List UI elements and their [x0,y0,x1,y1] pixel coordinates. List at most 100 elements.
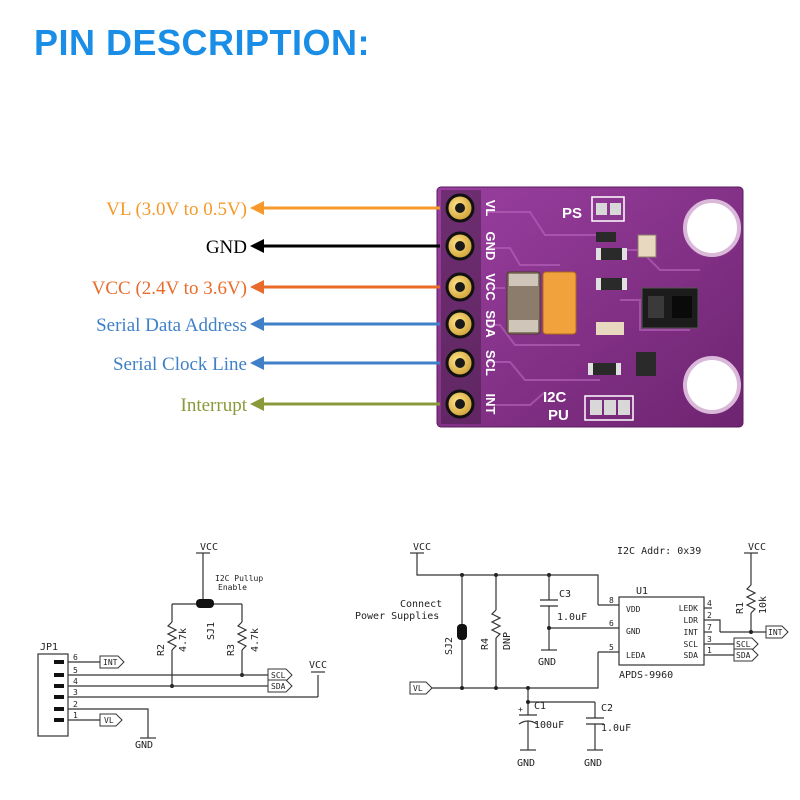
tag-sda: SDA [733,648,759,662]
sj2-label: SJ2 [444,637,455,655]
pin-silk-label: SCL [483,350,498,376]
u1-left-pin-name: VDD [626,605,641,614]
tag-sda: SDA [267,679,293,693]
u1-right-pin-name: SDA [684,651,699,660]
pin-header [441,190,481,424]
r1-value: 10k [758,596,769,614]
svg-text:SCL: SCL [271,671,286,680]
u1-right-pin-name: LDR [684,616,699,625]
r4-resistor [490,609,502,639]
u1-right-pin-number: 2 [707,611,712,620]
u1-left-pin-name: LEDA [626,651,645,660]
pin-silk-label: INT [483,394,498,415]
tag-vl: VL [409,681,433,695]
c3-value: 1.0uF [557,612,587,623]
u1-right-pin-name: LEDK [679,604,698,613]
smd-part [596,232,616,242]
svg-text:+: + [518,705,523,714]
tag-int: INT [99,655,125,669]
gnd1-label: GND [538,657,556,668]
jp1-pin: 2 [54,700,78,711]
c1-label: C1 [534,701,546,712]
pin-pad: GND [445,231,498,261]
pin-description-label: Serial Clock Line [113,354,247,375]
smd-part [636,352,656,376]
pu-label: PU [548,407,569,424]
u1-right-pin-number: 7 [707,623,712,632]
pin-silk-label: SDA [483,310,498,338]
tag-vl: VL [99,713,123,727]
c2-value: 1.0uF [601,723,631,734]
vcc-right-label: VCC [748,542,766,553]
pin-pad: VCC [445,272,498,302]
jp1-pin: 6 [54,653,78,664]
r3-label: R3 [226,644,237,656]
c2-label: C2 [601,703,613,714]
i2c-pu-jumper [584,395,634,421]
jp1-pin-number: 3 [73,688,78,697]
ps-jumper [591,196,625,222]
jp1-pin: 3 [54,688,78,699]
jp1-pin: 4 [54,677,78,688]
pin-arrow: GND [206,237,440,258]
pin-description-label: Serial Data Address [96,315,247,336]
r1-resistor [745,584,757,614]
schematic-left: VCC I2C Pullup Enable SJ1 R2 4.7k R3 4.7… [37,542,327,751]
pin-pad: SDA [445,309,498,339]
pin-silk-label: GND [483,232,498,261]
jp1-pins: 6 5 43 2 1 [54,653,78,722]
mounting-hole-bottom [683,356,741,414]
sj1-jumper [172,599,242,608]
sensor-board: PS I2C PU [436,186,744,428]
gnd-label: GND [135,740,153,751]
r4-value: DNP [502,632,513,650]
pin-description-label: VCC (2.4V to 3.6V) [92,278,247,299]
pullup-enable-label: Enable [218,583,247,592]
u1-right-pin-number: 3 [707,635,712,644]
pin-pad: INT [445,389,498,419]
u1-right-pin-number: 4 [707,599,712,608]
page-title: PIN DESCRIPTION: [34,22,371,63]
vcc-right-label: VCC [309,660,327,671]
pin-description-label: GND [206,237,247,258]
gnd3-label: GND [584,758,602,769]
smd-part [600,248,622,260]
connect-label: Connect [400,599,442,610]
pin-pad: VL [445,193,498,223]
u1-right-pin-name: SCL [684,640,699,649]
svg-text:VL: VL [104,716,114,725]
c3-label: C3 [559,589,571,600]
svg-text:SDA: SDA [271,682,286,691]
jp1-pin: 1 [54,711,78,722]
pullup-label: I2C Pullup [215,574,263,583]
power-supplies-label: Power Supplies [355,611,439,622]
pin-description-label: Interrupt [181,395,248,416]
smd-part [596,322,624,335]
vcc-label: VCC [200,542,218,553]
pin-silk-label: VL [483,200,498,217]
r2-value: 4.7k [178,628,189,652]
smd-part [600,278,622,290]
svg-text:INT: INT [103,658,118,667]
jp1-pin-number: 2 [73,700,78,709]
u1-left-pin-number: 8 [609,596,614,605]
sj1-label: SJ1 [206,622,217,640]
pin-silk-label: VCC [483,273,498,301]
u1-right-pin-name: INT [684,628,699,637]
capacitor-orange [542,271,577,335]
jp1-pin-number: 1 [73,711,78,720]
jp1-pin-number: 5 [73,666,78,675]
tag-scl: SCL [267,668,293,682]
mounting-hole-top [683,199,741,257]
pin-arrow: VCC (2.4V to 3.6V) [92,278,440,299]
u1-left-pin-number: 6 [609,619,614,628]
svg-text:INT: INT [768,628,783,637]
u1-chip [618,596,705,666]
schematic-right: VCC Connect Power Supplies SJ2 R4 DNP C3… [355,542,789,769]
c1-value: 100uF [534,720,564,731]
capacitor-grey [506,271,541,335]
part-label: APDS-9960 [619,670,673,681]
u1-label: U1 [636,586,648,597]
r3-resistor [236,621,248,651]
